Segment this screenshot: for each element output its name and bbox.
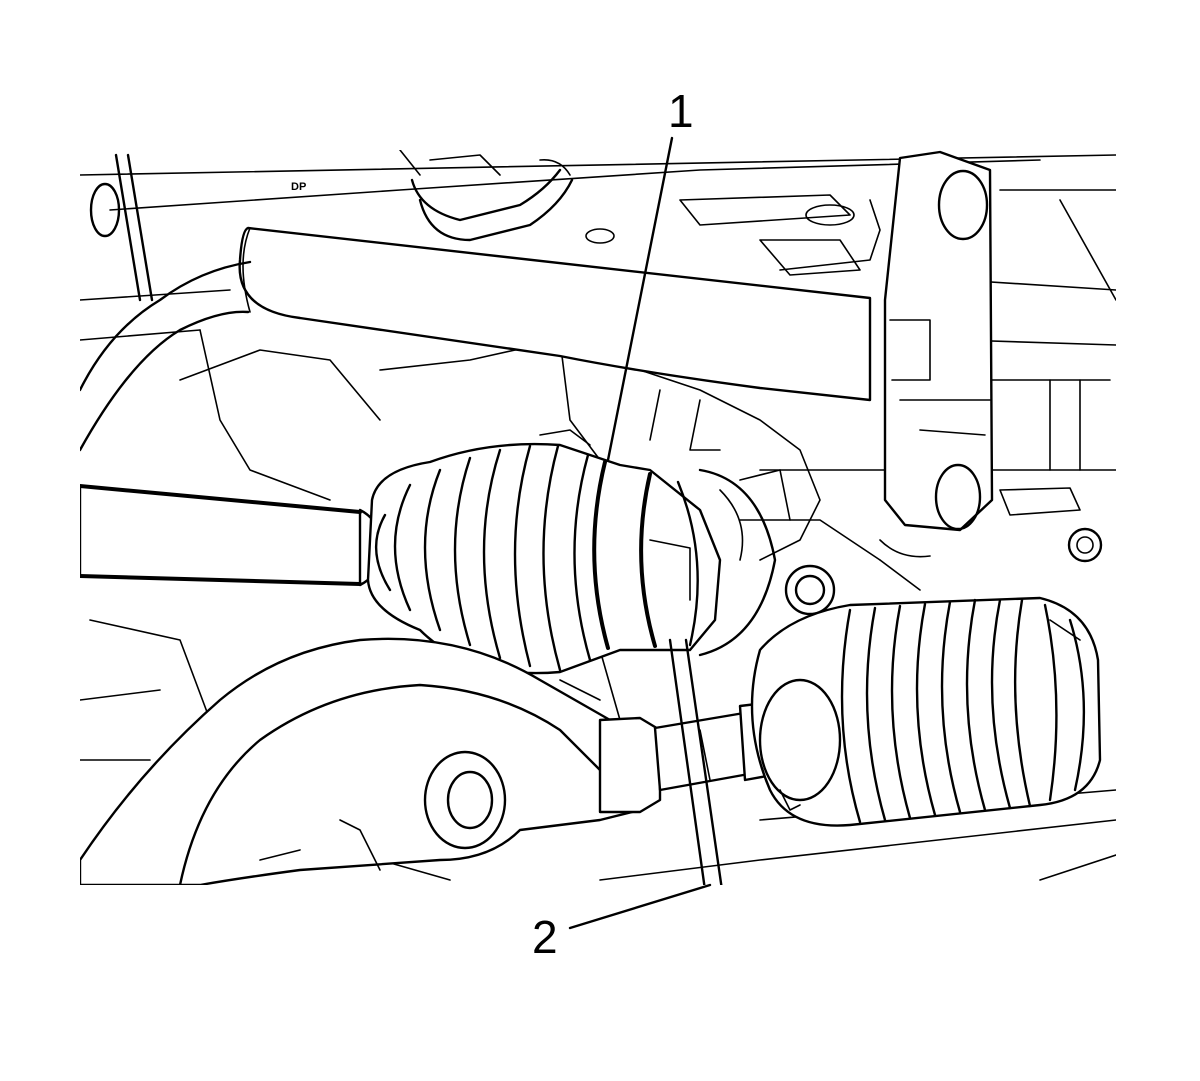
joint-housing — [698, 468, 777, 657]
cv-joint-boot — [366, 429, 722, 675]
stamp-text: DP — [291, 181, 306, 193]
left-bolt — [89, 153, 154, 302]
mount-bracket — [779, 150, 994, 558]
lower-control-arm — [80, 637, 642, 885]
crossmember-tube — [238, 226, 872, 402]
callout-2-leader — [568, 883, 712, 930]
callout-2-label: 2 — [532, 911, 558, 963]
callout-leaders — [568, 136, 712, 930]
sway-bar — [80, 260, 252, 452]
engine-bay-drawing: DP — [80, 150, 1116, 885]
axle-shaft — [80, 484, 387, 587]
harness-line — [668, 638, 723, 885]
callout-1-label: 1 — [668, 85, 694, 137]
tie-rod-assembly — [598, 596, 1102, 827]
coolant-hose — [410, 158, 574, 242]
callout-1-leader — [606, 136, 674, 462]
